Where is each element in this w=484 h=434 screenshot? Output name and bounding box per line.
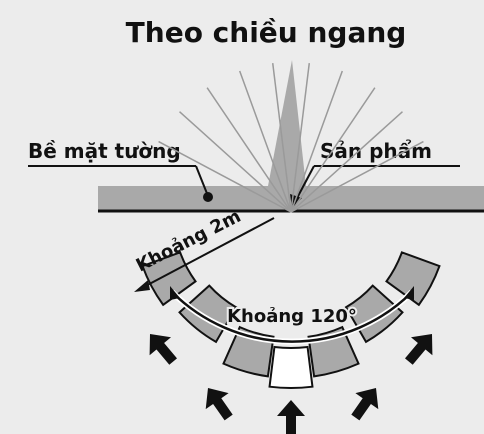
fan-ray bbox=[271, 63, 292, 213]
diagram-title: Theo chiều ngang bbox=[126, 16, 407, 49]
fan-ray bbox=[290, 87, 376, 213]
upward-beam bbox=[268, 60, 306, 186]
angle-label: Khoảng 120° bbox=[227, 306, 357, 327]
wall-label: Bề mặt tường bbox=[28, 139, 181, 163]
wall-leader-line bbox=[195, 165, 209, 197]
fan-ray bbox=[158, 140, 292, 213]
approach-arrow-center bbox=[277, 400, 305, 434]
fan-ray bbox=[179, 111, 292, 213]
approach-arrow-left bbox=[149, 334, 177, 365]
wall-leader-dot bbox=[203, 192, 213, 202]
approach-arrow-lower-left bbox=[205, 388, 233, 421]
fan-ray bbox=[206, 87, 292, 213]
approach-arrow-lower-right bbox=[351, 388, 379, 421]
fan-ray bbox=[290, 111, 403, 213]
angle-arc bbox=[171, 291, 413, 343]
detection-zone-segment bbox=[268, 345, 314, 389]
angle-arrowhead-left bbox=[170, 286, 180, 300]
product-leader-line bbox=[295, 165, 315, 201]
approach-arrow-right bbox=[405, 334, 433, 365]
angle-arrowhead-right bbox=[404, 286, 414, 300]
fan-ray bbox=[290, 70, 344, 213]
distance-arrowhead bbox=[134, 280, 150, 292]
fan-ray bbox=[290, 63, 311, 213]
fan-ray bbox=[290, 140, 424, 213]
product-label: Sản phẩm bbox=[320, 139, 432, 163]
distance-arrow-line bbox=[137, 217, 275, 291]
fan-ray bbox=[238, 70, 292, 213]
detection-zone-segment bbox=[385, 251, 441, 307]
